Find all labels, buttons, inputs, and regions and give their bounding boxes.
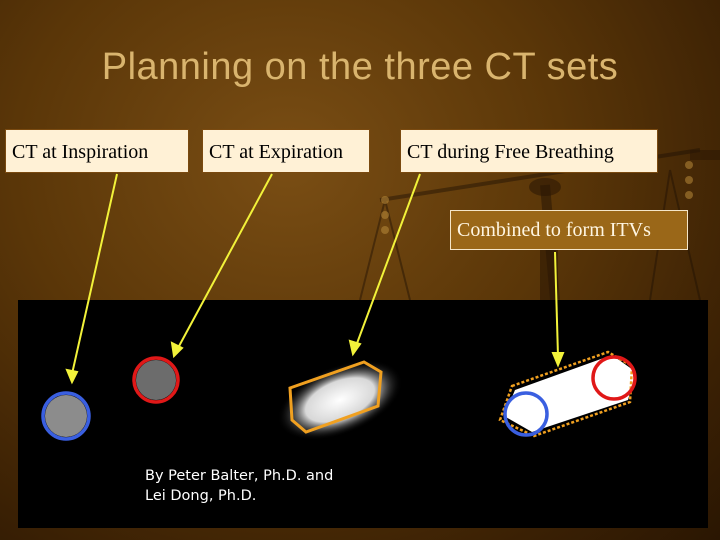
author-credit: By Peter Balter, Ph.D. and Lei Dong, Ph.…: [145, 466, 333, 506]
expiration-tumor: [132, 356, 180, 404]
label-ct-inspiration: CT at Inspiration: [5, 129, 189, 173]
credit-line-2: Lei Dong, Ph.D.: [145, 488, 257, 504]
credit-line-1: By Peter Balter, Ph.D. and: [145, 468, 334, 484]
free-breathing-tumor: [277, 359, 403, 441]
label-ct-free-breathing: CT during Free Breathing: [400, 129, 658, 173]
label-ct-expiration: CT at Expiration: [202, 129, 370, 173]
pointer-arrows: [65, 173, 565, 385]
slide-title: Planning on the three CT sets: [101, 46, 619, 88]
label-combined-itvs: Combined to form ITVs: [450, 210, 688, 250]
inspiration-tumor: [41, 391, 91, 441]
combined-itv: [498, 350, 637, 438]
